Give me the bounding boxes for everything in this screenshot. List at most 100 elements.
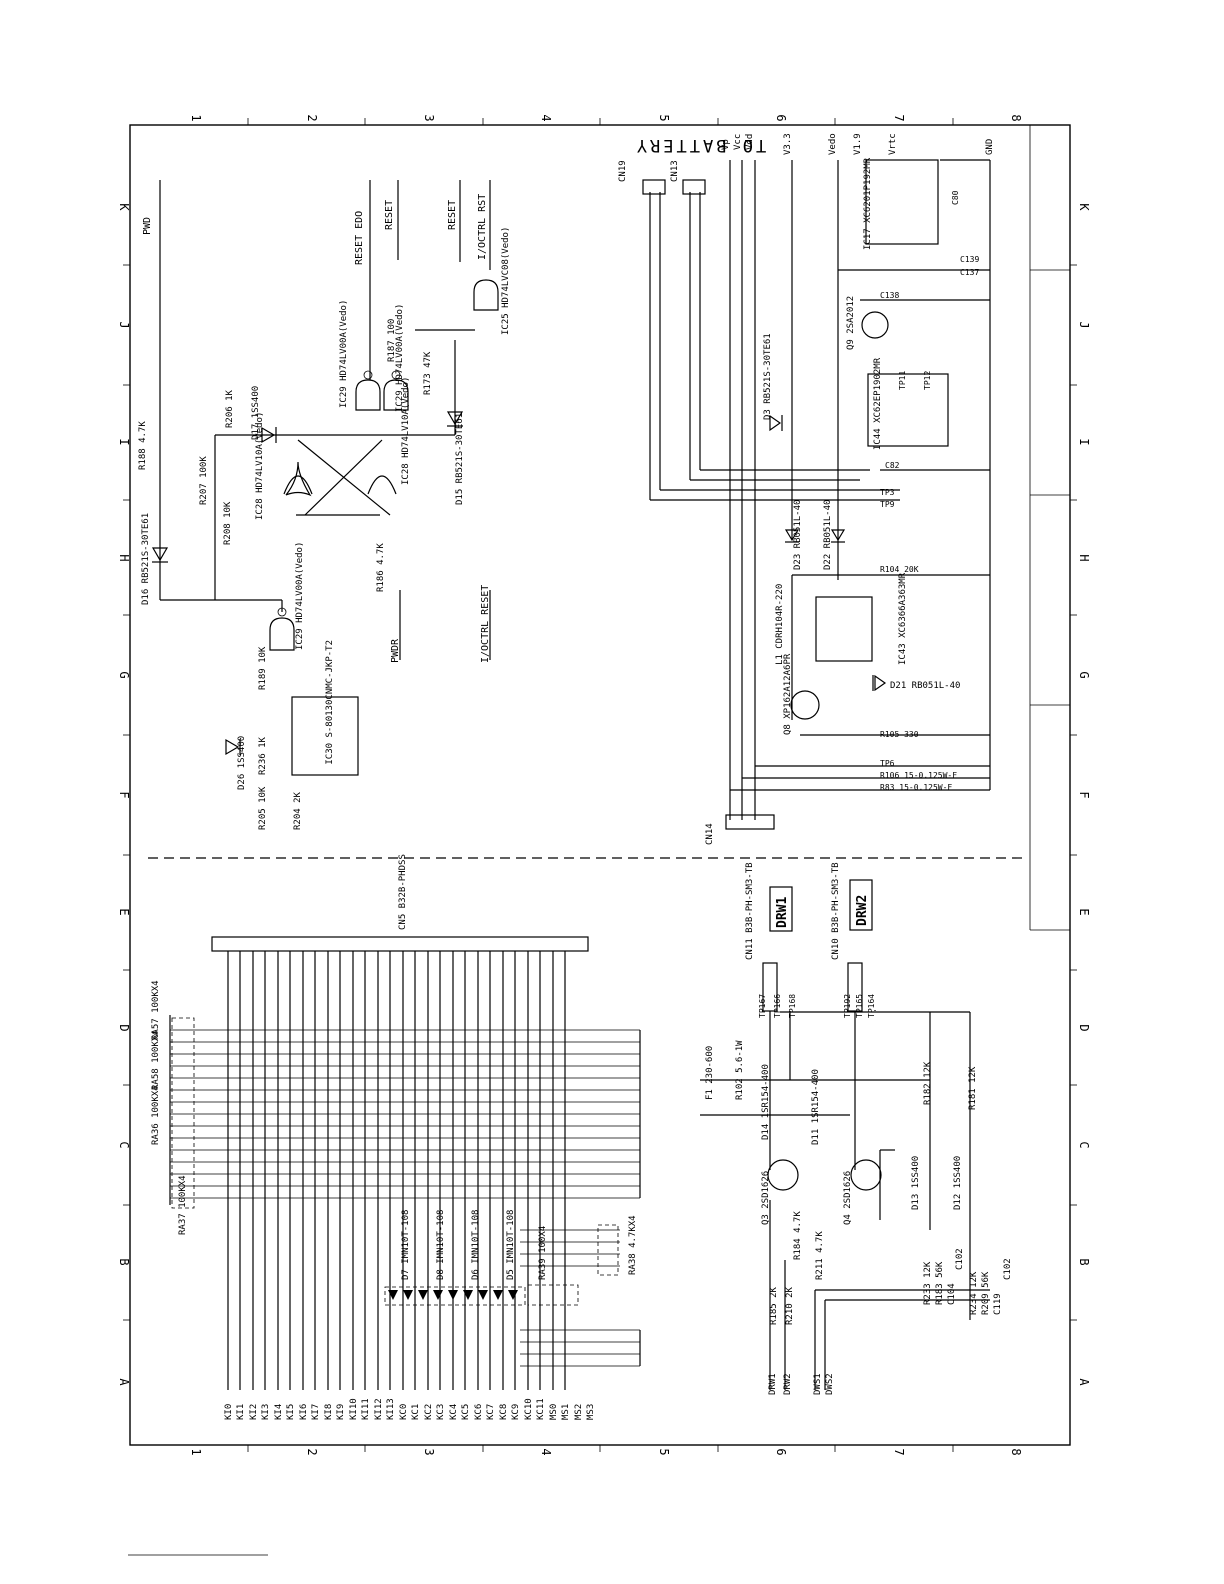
key-line-28: MS2 [574, 1404, 584, 1420]
zone-right-E: E [1077, 908, 1091, 915]
cn14-header [725, 814, 775, 830]
zone-right-I: I [1077, 438, 1091, 445]
cn14-label: CN14 [705, 823, 715, 845]
supply-vp: Vp [721, 139, 731, 150]
diode-array-box [384, 1286, 526, 1306]
r182-label: R182 12K [923, 1061, 933, 1105]
supply-v19: V1.9 [853, 133, 863, 155]
key-line-7: KI7 [311, 1404, 321, 1420]
r184-label: R184 4.7K [793, 1211, 803, 1260]
cn11-label: CN11 B3B-PH-SM3-TB [745, 862, 755, 960]
r186-label: R186 4.7K [376, 543, 386, 592]
d3-label: D3 RB521S-30TE61 [763, 333, 773, 420]
key-line-20: KC6 [474, 1404, 484, 1420]
key-line-14: KC0 [399, 1404, 409, 1420]
diode-chain [388, 1290, 518, 1300]
diode-d22 [830, 529, 846, 543]
c137-label: R105 330 [880, 730, 919, 739]
q9-label: Q9 2SA2012 [846, 296, 856, 350]
zone-left-F: F [117, 791, 131, 798]
d21-label: D21 RB051L-40 [890, 681, 960, 691]
r204-label: R204 2K [293, 791, 303, 830]
r102-label: R102 5.6-1W [735, 1040, 745, 1100]
ic43-label: IC43 XC6366A363MR [898, 572, 908, 665]
r206-label: R206 1K [225, 389, 235, 428]
output-drw2: DRW2 [783, 1373, 793, 1395]
r187-label: R187 100 [387, 319, 397, 362]
c139-label: R104 20K [880, 565, 919, 574]
r205-label: R205 10K [258, 786, 268, 830]
zone-bottom-4: 4 [539, 1448, 553, 1455]
q8-transistor [790, 690, 820, 720]
lower-circuit: CN5 B32B-PHDSS [151, 854, 1013, 1420]
zone-left-B: B [117, 1258, 131, 1265]
c102-a-label: C102 [955, 1248, 965, 1270]
zone-bottom-1: 1 [189, 1448, 203, 1455]
r189-label: R189 10K [258, 646, 268, 690]
zone-top-2: 2 [305, 114, 319, 121]
d16-label: D16 RB521S-30TE61 [141, 513, 151, 605]
zone-bottom-8: 8 [1009, 1448, 1023, 1455]
ic44-body [867, 373, 949, 447]
diode-d17 [261, 426, 277, 444]
ic25-and-gate [473, 279, 499, 311]
d17-label: D17 1SS400 [251, 386, 261, 440]
zone-left-K: K [117, 203, 131, 211]
signal-reset-edo: RESET EDO [354, 211, 365, 265]
ic30-body [291, 696, 359, 776]
q8-label: Q8 XP162A12A6PR [783, 653, 793, 735]
key-line-23: KC9 [511, 1404, 521, 1420]
r185-label: R185 2K [769, 1286, 779, 1325]
tp165-label: TP165 [855, 994, 864, 1018]
d12-label: D12 1SS400 [953, 1156, 963, 1210]
key-line-0: KI0 [224, 1404, 234, 1420]
r211-label: R211 4.7K [815, 1231, 825, 1280]
upper-circuit: PWD RESET EDO RESET RESET I/OCTRL RST PW… [138, 133, 995, 845]
ra39-box [527, 1284, 579, 1306]
signal-pwdr: PWDR [390, 638, 401, 663]
drw1-tag-label: DRW1 [775, 897, 790, 928]
d23-label: D23 RB051L-40 [793, 500, 803, 570]
cn13-header [682, 179, 706, 195]
key-line-6: KI6 [299, 1404, 309, 1420]
pullup-array-box [171, 1017, 195, 1209]
r181-label: R181 12K [968, 1066, 978, 1110]
cn13-label: CN13 [670, 160, 680, 182]
d13-label: D13 1SS400 [911, 1156, 921, 1210]
ra39-label: RA39 100X4 [538, 1226, 548, 1280]
supply-vrtc: Vrtc [888, 133, 898, 155]
tp168-label: TP168 [788, 994, 797, 1018]
d7-label: D7 IMN10T-108 [401, 1210, 411, 1280]
ra37-label: RA37 100KX4 [178, 1175, 188, 1235]
c102-b-label: C102 [1003, 1258, 1013, 1280]
r104-label: TP11 [898, 371, 907, 390]
key-line-16: KC2 [424, 1404, 434, 1420]
key-line-12: KI12 [374, 1398, 384, 1420]
zone-left-A: A [117, 1378, 131, 1386]
key-line-29: MS3 [586, 1404, 596, 1420]
c138-label: C82 [885, 461, 900, 470]
zone-right-A: A [1077, 1378, 1091, 1386]
d15-label: D15 RB521S-30TE61 [455, 413, 465, 505]
d11-label: D11 1SR154-400 [811, 1069, 821, 1145]
c105-label: C139 [960, 255, 979, 264]
diode-d23 [784, 529, 800, 543]
d6-label: D6 IMN10T-108 [471, 1210, 481, 1280]
c84-label: C80 [951, 190, 960, 205]
ic30-label: IC30 S-80130CNMC-JKP-T2 [325, 640, 335, 765]
cn5-label: CN5 B32B-PHDSS [398, 854, 408, 930]
zone-bottom-5: 5 [657, 1448, 671, 1455]
r106-label: TP9 [880, 500, 895, 509]
zone-right-D: D [1077, 1024, 1091, 1031]
signal-pwd: PWD [142, 217, 153, 235]
tp192-label: TP192 [843, 994, 852, 1018]
key-line-17: KC3 [436, 1404, 446, 1420]
f1-label: F1 230-600 [705, 1046, 715, 1100]
zone-left-H: H [117, 554, 131, 561]
tp164-label: TP164 [867, 994, 876, 1018]
supply-vcc: Vcc [733, 134, 743, 150]
supply-v33: V3.3 [783, 133, 793, 155]
output-dws1: DWS1 [813, 1373, 823, 1395]
zone-top-8: 8 [1009, 114, 1023, 121]
l1-label: L1 CDRH104R-220 [775, 584, 785, 665]
